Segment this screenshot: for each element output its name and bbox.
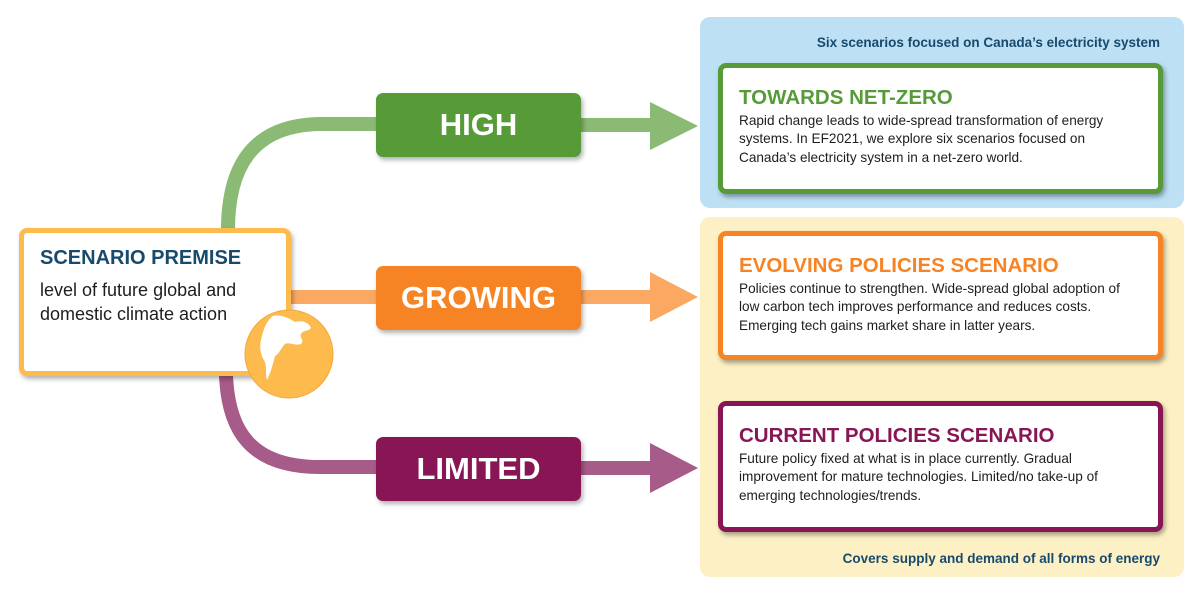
level-high-label: HIGH [376,93,581,157]
premise-title: SCENARIO PREMISE [40,247,242,269]
high-connector-line [221,117,380,231]
scenario-description: Policies continue to strengthen. Wide-sp… [739,281,1120,333]
limited-connector-line [219,374,380,474]
limited-arrow-head [650,443,698,493]
scenario-description: Rapid change leads to wide-spread transf… [739,113,1104,165]
scenario-description: Future policy fixed at what is in place … [739,451,1098,503]
high-arrow-head [650,102,698,150]
scenario-card-net-zero: TOWARDS NET-ZERO Rapid change leads to w… [718,63,1163,194]
scenario-title: TOWARDS NET-ZERO [739,86,953,109]
energy-panel-caption: Covers supply and demand of all forms of… [842,551,1160,566]
level-growing-label: GROWING [376,266,581,330]
scenario-card-evolving-policies: EVOLVING POLICIES SCENARIO Policies cont… [718,231,1163,360]
growing-arrow-head [650,272,698,322]
premise-description: level of future global and domestic clim… [40,280,237,324]
scenario-card-current-policies: CURRENT POLICIES SCENARIO Future policy … [718,401,1163,532]
globe-icon [244,309,334,399]
scenario-title: CURRENT POLICIES SCENARIO [739,424,1055,447]
level-limited-label: LIMITED [376,437,581,501]
electricity-panel-caption: Six scenarios focused on Canada’s electr… [816,35,1160,50]
scenario-title: EVOLVING POLICIES SCENARIO [739,254,1059,277]
